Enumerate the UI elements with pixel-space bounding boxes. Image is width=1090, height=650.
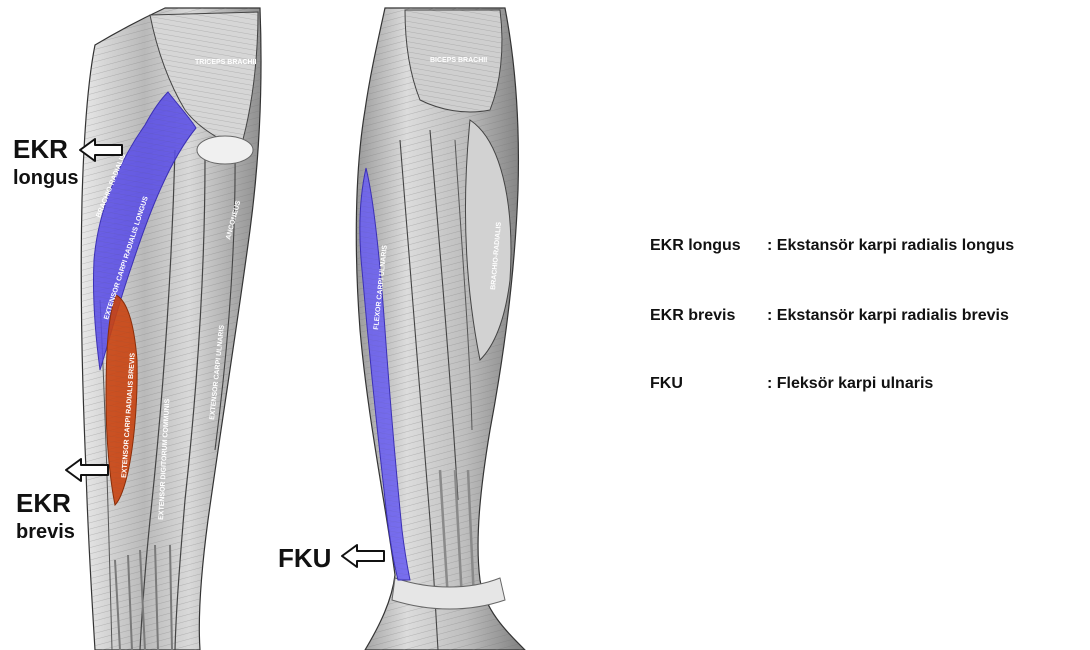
callout-ekr-brevis-top: EKR (16, 490, 71, 516)
left-forearm-drawing (81, 8, 261, 650)
legend-row-ekr-longus: EKR longus: Ekstansör karpi radialis lon… (650, 238, 1014, 254)
legend-definition: : Fleksör karpi ulnaris (767, 375, 933, 392)
legend-abbr: EKR brevis (650, 308, 767, 324)
legend-definition: : Ekstansör karpi radialis longus (767, 237, 1014, 254)
label-biceps: BICEPS BRACHII (430, 57, 487, 64)
legend-row-ekr-brevis: EKR brevis: Ekstansör karpi radialis bre… (650, 308, 1009, 324)
legend-row-fku: FKU: Fleksör karpi ulnaris (650, 376, 933, 392)
arrow-fku (342, 545, 384, 567)
legend-definition: : Ekstansör karpi radialis brevis (767, 307, 1009, 324)
callout-ekr-longus-top: EKR (13, 136, 68, 162)
legend-abbr: FKU (650, 376, 767, 392)
callout-fku: FKU (278, 545, 331, 571)
label-triceps: TRICEPS BRACHII (195, 59, 257, 66)
callout-ekr-brevis-bottom: brevis (16, 522, 75, 542)
legend-abbr: EKR longus (650, 238, 767, 254)
callout-ekr-longus-bottom: longus (13, 168, 79, 188)
